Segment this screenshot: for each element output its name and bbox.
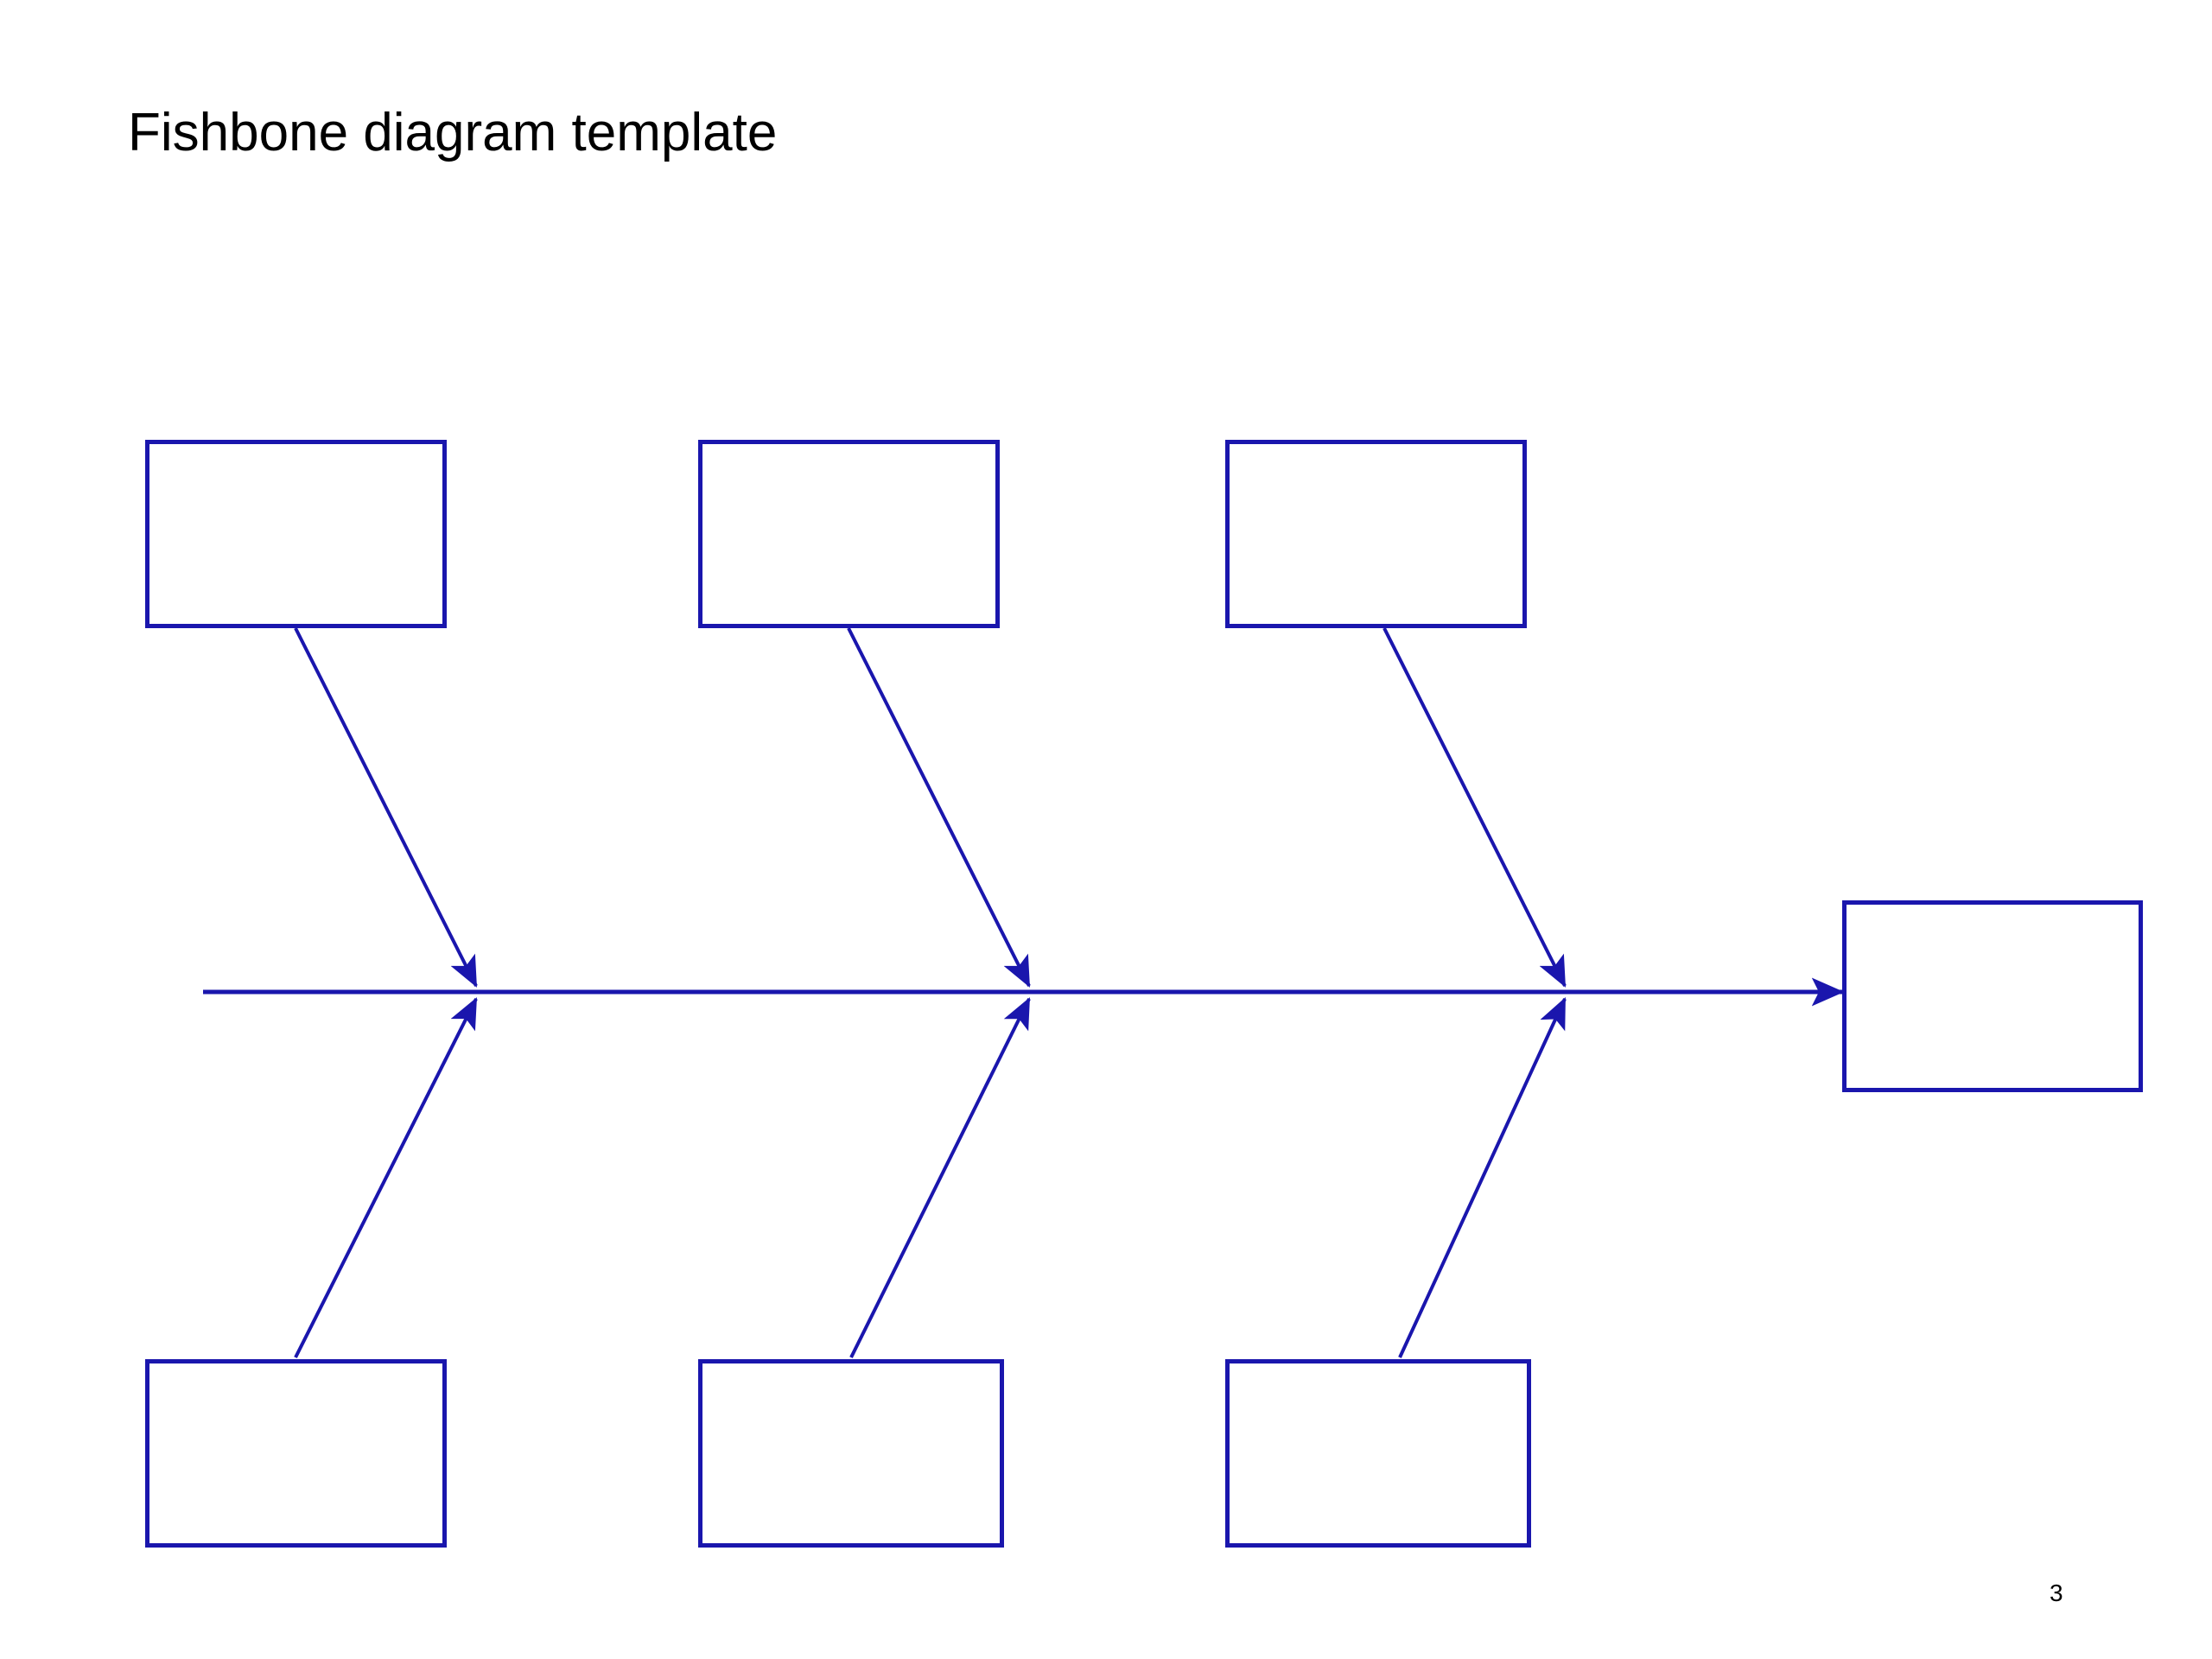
cause-box-bottom-3[interactable] bbox=[1225, 1359, 1531, 1548]
rib-bottom-2 bbox=[849, 997, 1031, 1358]
rib-bottom-3 bbox=[1398, 997, 1567, 1358]
effect-box[interactable] bbox=[1842, 900, 2143, 1092]
cause-box-bottom-2[interactable] bbox=[698, 1359, 1004, 1548]
rib-top-1 bbox=[294, 627, 478, 988]
cause-box-top-2[interactable] bbox=[698, 440, 1000, 628]
page-number: 3 bbox=[2050, 1580, 2063, 1606]
cause-box-top-3[interactable] bbox=[1225, 440, 1527, 628]
rib-bottom-1 bbox=[294, 997, 478, 1358]
page-title: Fishbone diagram template bbox=[128, 103, 778, 162]
rib-top-2 bbox=[847, 627, 1031, 988]
cause-box-top-1[interactable] bbox=[145, 440, 447, 628]
rib-top-3 bbox=[1382, 627, 1567, 988]
cause-box-bottom-1[interactable] bbox=[145, 1359, 447, 1548]
